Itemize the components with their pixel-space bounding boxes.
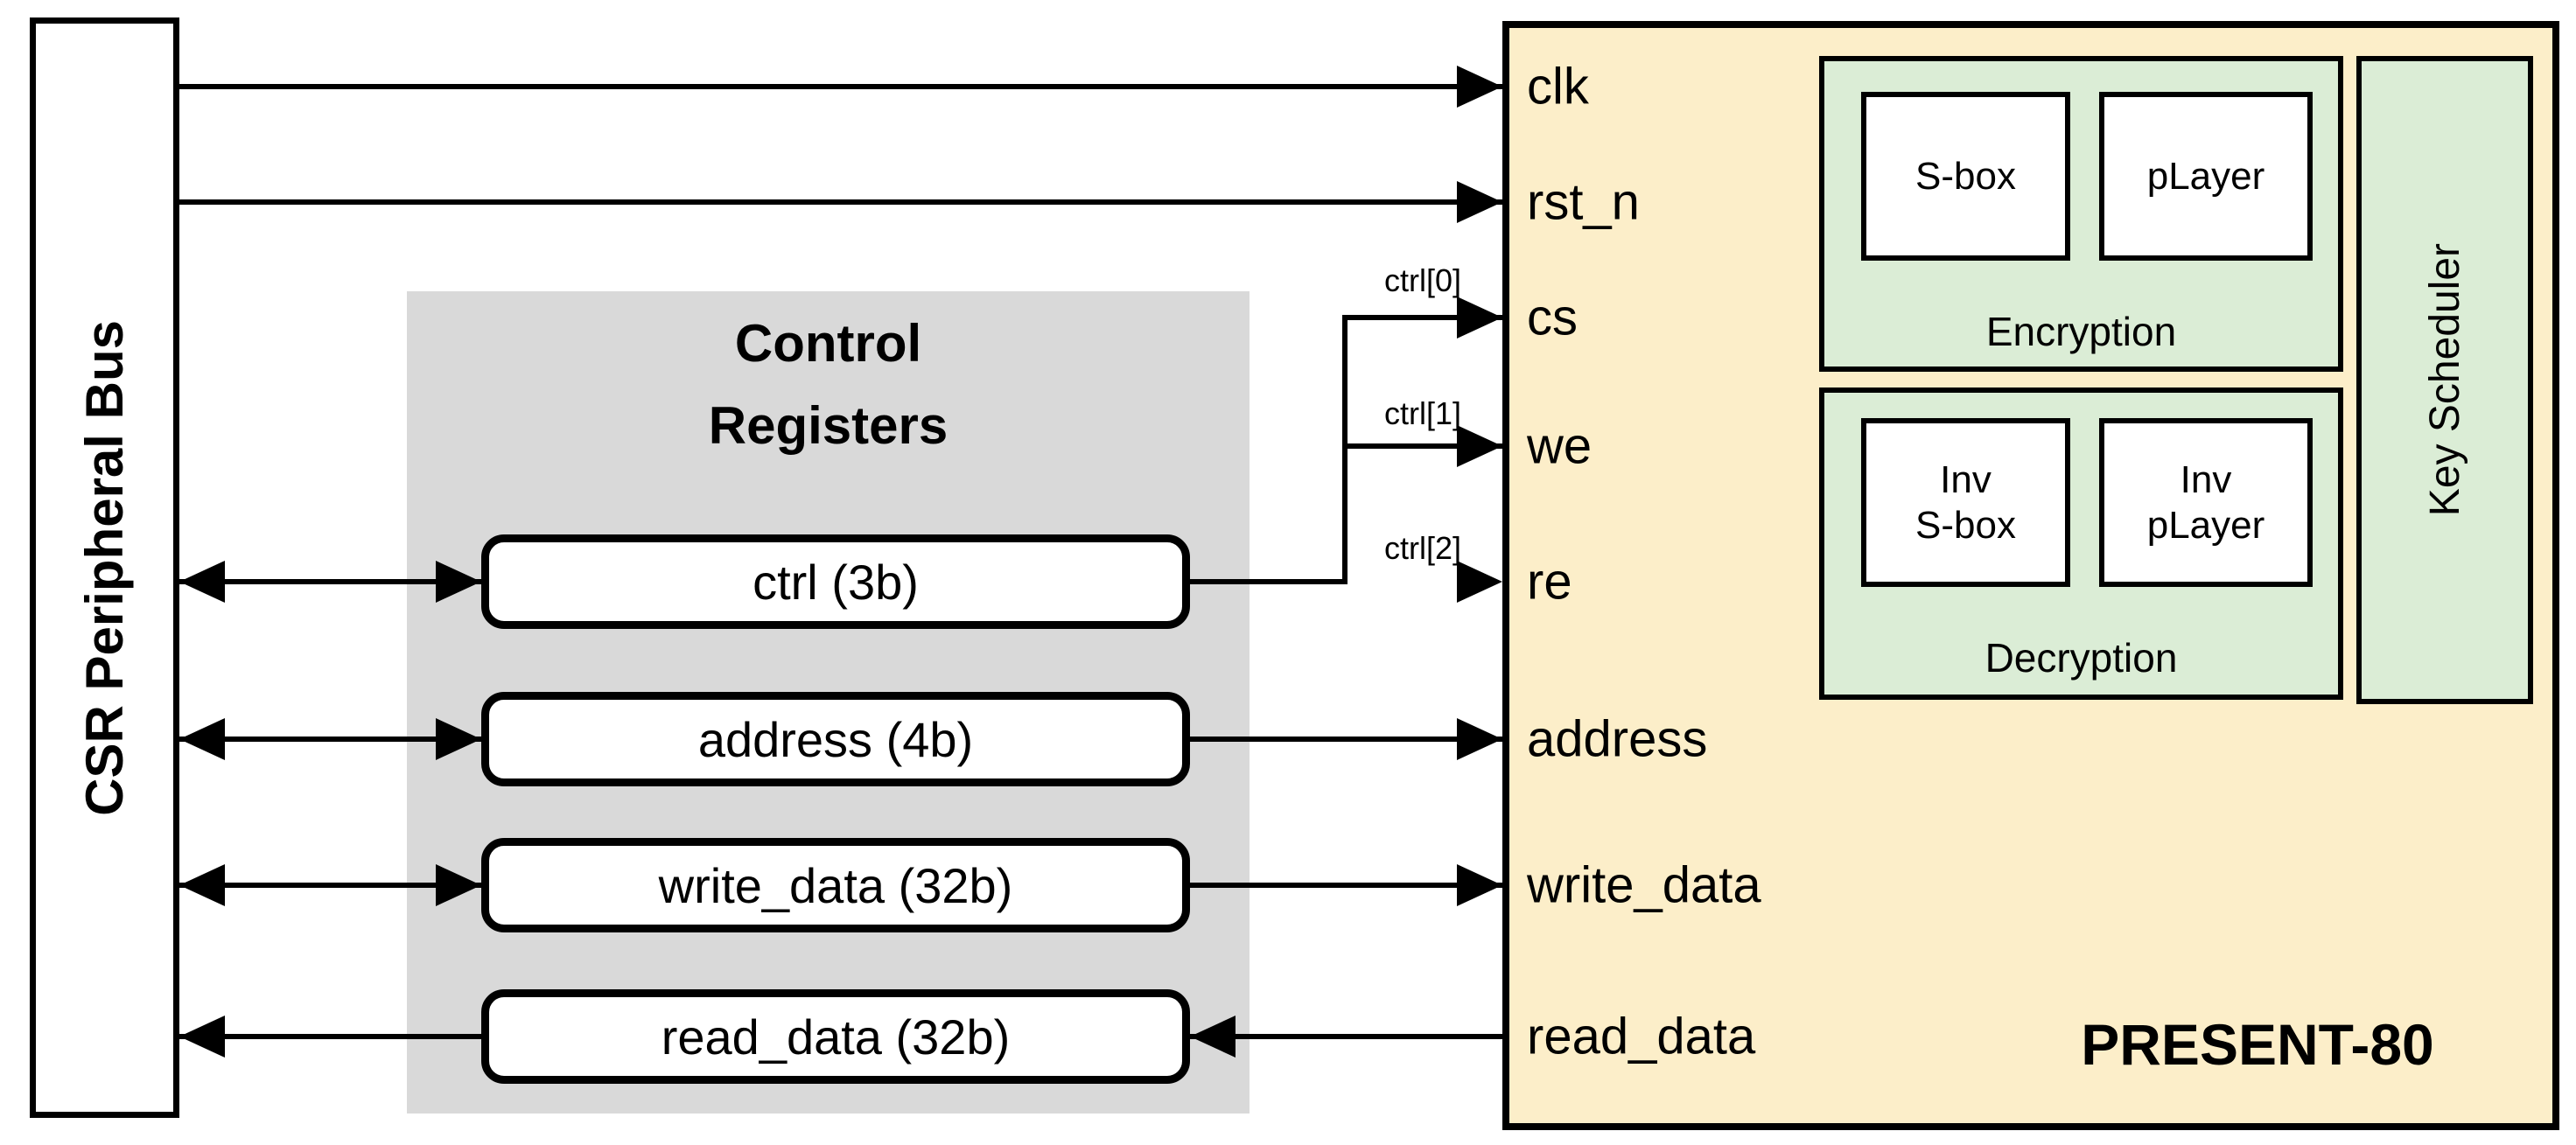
write-data-to-core-line — [1190, 883, 1502, 888]
read-data-to-bus-line — [179, 1034, 481, 1039]
port-read-data: read_data — [1527, 1008, 1756, 1065]
register-read-data-label: read_data (32b) — [661, 1009, 1011, 1065]
address-to-core-arrowhead-icon — [1457, 718, 1502, 760]
present80-title: PRESENT-80 — [2081, 1012, 2434, 1077]
bus-ctrl-arrowhead-right-icon — [436, 561, 481, 603]
bus-write-data-line — [179, 883, 481, 888]
bus-ctrl-line — [179, 579, 481, 584]
bus-write-data-arrowhead-left-icon — [179, 864, 225, 906]
ctrl1-label: ctrl[1] — [1383, 395, 1461, 431]
csr-peripheral-bus-label: CSR Peripheral Bus — [75, 319, 134, 816]
ctrl1-we-arrowhead-icon — [1457, 425, 1502, 467]
inv-player-label-line1: Inv — [2180, 457, 2232, 501]
core-to-read-data-arrowhead-icon — [1190, 1016, 1236, 1058]
bus-write-data-arrowhead-right-icon — [436, 864, 481, 906]
inv-player-label: Inv pLayer — [2147, 457, 2265, 548]
bus-address-arrowhead-right-icon — [436, 718, 481, 760]
csr-peripheral-bus-box: CSR Peripheral Bus — [30, 17, 179, 1118]
clk-arrowhead-icon — [1457, 66, 1502, 108]
ctrl-fanout-vertical-line — [1342, 315, 1348, 584]
player-label: pLayer — [2146, 154, 2265, 198]
inv-sbox-label-line1: Inv — [1940, 457, 1992, 501]
port-re: re — [1527, 553, 1572, 611]
bus-address-line — [179, 737, 481, 742]
register-read-data: read_data (32b) — [481, 989, 1190, 1084]
sbox-block: S-box — [1861, 92, 2070, 261]
read-data-to-bus-arrowhead-icon — [179, 1016, 225, 1058]
control-registers-title: Control Registers — [407, 303, 1250, 467]
register-write-data: write_data (32b) — [481, 838, 1190, 932]
decryption-group-box: Inv S-box Inv pLayer Decryption — [1819, 387, 2343, 700]
ctrl0-cs-arrowhead-icon — [1457, 297, 1502, 339]
inv-player-block: Inv pLayer — [2099, 418, 2313, 587]
ctrl0-cs-line — [1342, 315, 1502, 320]
clk-signal-line — [179, 84, 1502, 89]
control-registers-title-line2: Registers — [708, 396, 948, 455]
core-to-read-data-line — [1190, 1034, 1502, 1039]
register-ctrl: ctrl (3b) — [481, 534, 1190, 629]
port-we: we — [1527, 417, 1592, 475]
rst-n-signal-line — [179, 199, 1502, 205]
control-registers-title-line1: Control — [734, 314, 922, 373]
ctrl1-we-line — [1342, 443, 1502, 449]
bus-address-arrowhead-left-icon — [179, 718, 225, 760]
player-block: pLayer — [2099, 92, 2313, 261]
ctrl-output-line — [1190, 579, 1348, 584]
port-cs: cs — [1527, 289, 1578, 346]
inv-sbox-label: Inv S-box — [1915, 457, 2016, 548]
register-address-label: address (4b) — [697, 711, 974, 767]
ctrl2-label: ctrl[2] — [1383, 530, 1461, 566]
port-write-data: write_data — [1527, 856, 1761, 914]
write-data-to-core-arrowhead-icon — [1457, 864, 1502, 906]
key-scheduler-box: Key Scheduler — [2356, 56, 2533, 704]
key-scheduler-label: Key Scheduler — [2421, 243, 2468, 517]
decryption-label: Decryption — [1984, 635, 2178, 681]
inv-sbox-label-line2: S-box — [1915, 503, 2016, 547]
port-address: address — [1527, 710, 1708, 768]
register-ctrl-label: ctrl (3b) — [752, 554, 919, 610]
ctrl0-label: ctrl[0] — [1383, 262, 1461, 298]
ctrl2-re-arrowhead-icon — [1457, 561, 1502, 603]
inv-player-label-line2: pLayer — [2146, 503, 2265, 547]
encryption-group-box: S-box pLayer Encryption — [1819, 56, 2343, 372]
bus-ctrl-arrowhead-left-icon — [179, 561, 225, 603]
register-write-data-label: write_data (32b) — [658, 857, 1013, 913]
inv-sbox-block: Inv S-box — [1861, 418, 2070, 587]
register-address: address (4b) — [481, 692, 1190, 786]
encryption-label: Encryption — [1985, 309, 2177, 354]
port-rst-n: rst_n — [1527, 173, 1640, 231]
address-to-core-line — [1190, 737, 1502, 742]
port-clk: clk — [1527, 58, 1589, 115]
sbox-label: S-box — [1915, 154, 2016, 198]
rst-n-arrowhead-icon — [1457, 181, 1502, 223]
